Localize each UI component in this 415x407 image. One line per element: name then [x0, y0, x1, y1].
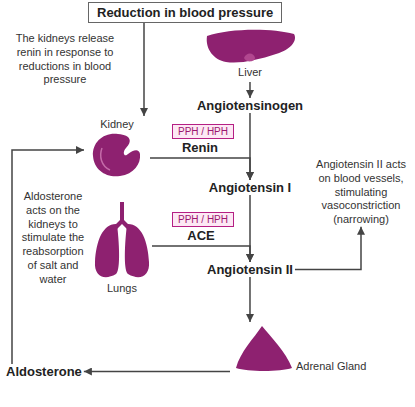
note-text: Aldosterone acts on the kidneys to stimu…	[18, 190, 88, 286]
trigger-box: Reduction in blood pressure	[88, 2, 282, 23]
node-text: Angiotensin II	[207, 262, 293, 277]
node-text: Angiotensinogen	[197, 98, 303, 113]
kidney-illustration	[93, 134, 140, 177]
arrow-connector	[143, 23, 145, 116]
node-text: Angiotensin I	[209, 180, 291, 195]
adrenal-node: Adrenal Gland	[230, 322, 406, 386]
kidney-node: Kidney	[84, 116, 150, 178]
note-text: The kidneys release renin in response to…	[4, 32, 126, 87]
condition-tag: PPH / HPH	[172, 124, 234, 139]
liver-illustration	[207, 30, 295, 63]
arrow-connector	[249, 277, 251, 322]
liver-node: Liver	[200, 28, 300, 82]
node-text: PPH / HPH	[178, 214, 228, 225]
node-text: PPH / HPH	[178, 126, 228, 137]
enzyme-label: ACE	[185, 228, 216, 243]
node-text: Reduction in blood pressure	[97, 5, 273, 20]
node-text: Kidney	[84, 118, 150, 130]
arrow-connector	[249, 195, 251, 262]
condition-tag: PPH / HPH	[172, 212, 234, 227]
arrow-connector	[150, 158, 250, 180]
node-text: Liver	[200, 66, 300, 78]
right-lung-illustration	[125, 224, 149, 277]
node-text: Aldosterone	[6, 364, 82, 379]
effect-note: Angiotensin II acts on blood vessels, st…	[312, 158, 410, 227]
lungs-node: Lungs	[92, 200, 152, 298]
hormone-label: Aldosterone	[4, 364, 84, 379]
molecule-label: Angiotensin I	[207, 180, 293, 195]
arrow-connector	[152, 246, 250, 262]
arrow-connector	[84, 371, 230, 373]
adrenal-gland-illustration	[236, 326, 292, 371]
arrow-connector	[295, 227, 361, 270]
enzyme-label: Renin	[180, 140, 220, 155]
molecule-label: Angiotensin II	[205, 262, 295, 277]
node-text: Adrenal Gland	[296, 360, 406, 372]
node-text: Angiotensin II acts on blood vessels, st…	[312, 158, 410, 227]
left-lung-illustration	[95, 224, 119, 277]
molecule-label: Angiotensinogen	[195, 98, 305, 113]
gallbladder-illustration	[244, 54, 255, 62]
node-text: Lungs	[92, 282, 152, 294]
arrow-connector	[249, 82, 251, 98]
kidney-highlight	[101, 148, 110, 170]
